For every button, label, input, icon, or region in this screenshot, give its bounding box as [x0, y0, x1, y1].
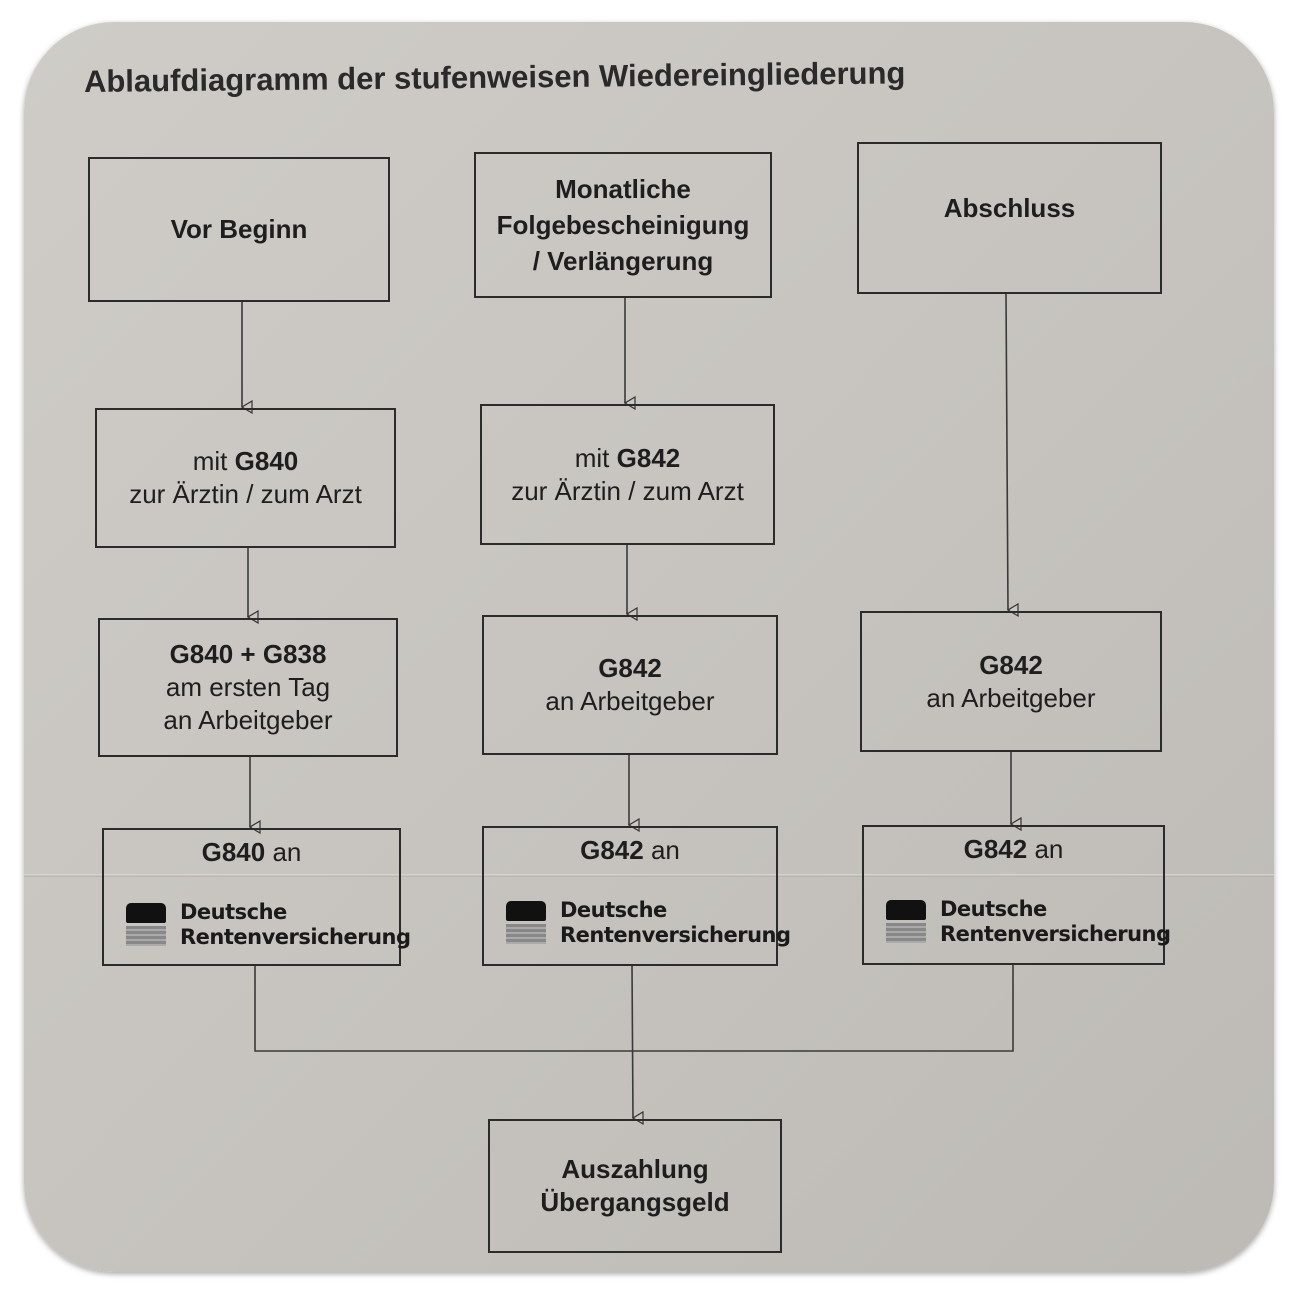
form-code: G840 + G838 — [169, 639, 327, 669]
box-g842-arbeitgeber-abschluss: G842 an Arbeitgeber — [860, 611, 1162, 752]
box-text: an — [643, 835, 680, 865]
box-text: Vor Beginn — [170, 214, 308, 244]
drv-logo-icon — [506, 901, 546, 945]
box-g842-arbeitgeber: G842 an Arbeitgeber — [482, 615, 778, 755]
drv-logo-icon — [886, 900, 926, 944]
logo-text: Rentenversicherung — [560, 923, 791, 947]
box-abschluss: Abschluss — [857, 142, 1162, 294]
logo-text: Deutsche — [560, 898, 667, 922]
form-code: G842 — [979, 649, 1043, 680]
form-code: G840 — [201, 837, 266, 867]
box-g840-g838: G840 + G838 am ersten Tag an Arbeitgeber — [98, 618, 398, 757]
box-text: mit — [574, 442, 617, 473]
arrow-c3-1 — [1005, 293, 1008, 610]
box-text: an — [265, 837, 302, 867]
arrow-final — [631, 965, 633, 1118]
box-text: zur Ärztin / zum Arzt — [511, 475, 744, 506]
box-text: Monatliche — [555, 174, 691, 204]
logo-text: Rentenversicherung — [180, 925, 411, 949]
box-monatliche-folgebescheinigung: Monatliche Folgebescheinigung / Verlänge… — [474, 152, 772, 298]
box-auszahlung-uebergangsgeld: Auszahlung Übergangsgeld — [488, 1119, 782, 1253]
logo-text: Rentenversicherung — [940, 922, 1171, 946]
box-vor-beginn: Vor Beginn — [88, 157, 390, 302]
paper-background — [24, 22, 1274, 1272]
drv-logo-icon — [126, 903, 166, 947]
box-text: Folgebescheinigung — [496, 210, 750, 240]
box-text: mit — [192, 446, 235, 476]
box-text: am ersten Tag — [165, 672, 331, 702]
box-text: zur Ärztin / zum Arzt — [129, 479, 362, 509]
logo-text: Deutsche — [940, 897, 1047, 921]
box-text: an Arbeitgeber — [545, 686, 715, 716]
form-code: G842 — [598, 653, 662, 683]
merge-line — [254, 965, 1014, 1052]
box-text: Übergangsgeld — [540, 1187, 730, 1217]
logo-text: Deutsche — [180, 900, 287, 924]
form-code: G842 — [963, 834, 1028, 864]
box-text: an Arbeitgeber — [163, 705, 333, 735]
box-text: an — [1027, 834, 1064, 864]
box-text: an Arbeitgeber — [926, 682, 1096, 713]
box-text: / Verlängerung — [532, 246, 714, 276]
form-code: G842 — [616, 442, 681, 473]
form-code: G842 — [580, 835, 644, 865]
box-text: Auszahlung — [561, 1154, 709, 1184]
paper-fold — [24, 874, 1274, 877]
form-code: G840 — [234, 446, 299, 476]
box-mit-g840: mit G840 zur Ärztin / zum Arzt — [95, 408, 396, 548]
box-mit-g842: mit G842 zur Ärztin / zum Arzt — [480, 404, 775, 545]
box-text: Abschluss — [943, 192, 1076, 223]
